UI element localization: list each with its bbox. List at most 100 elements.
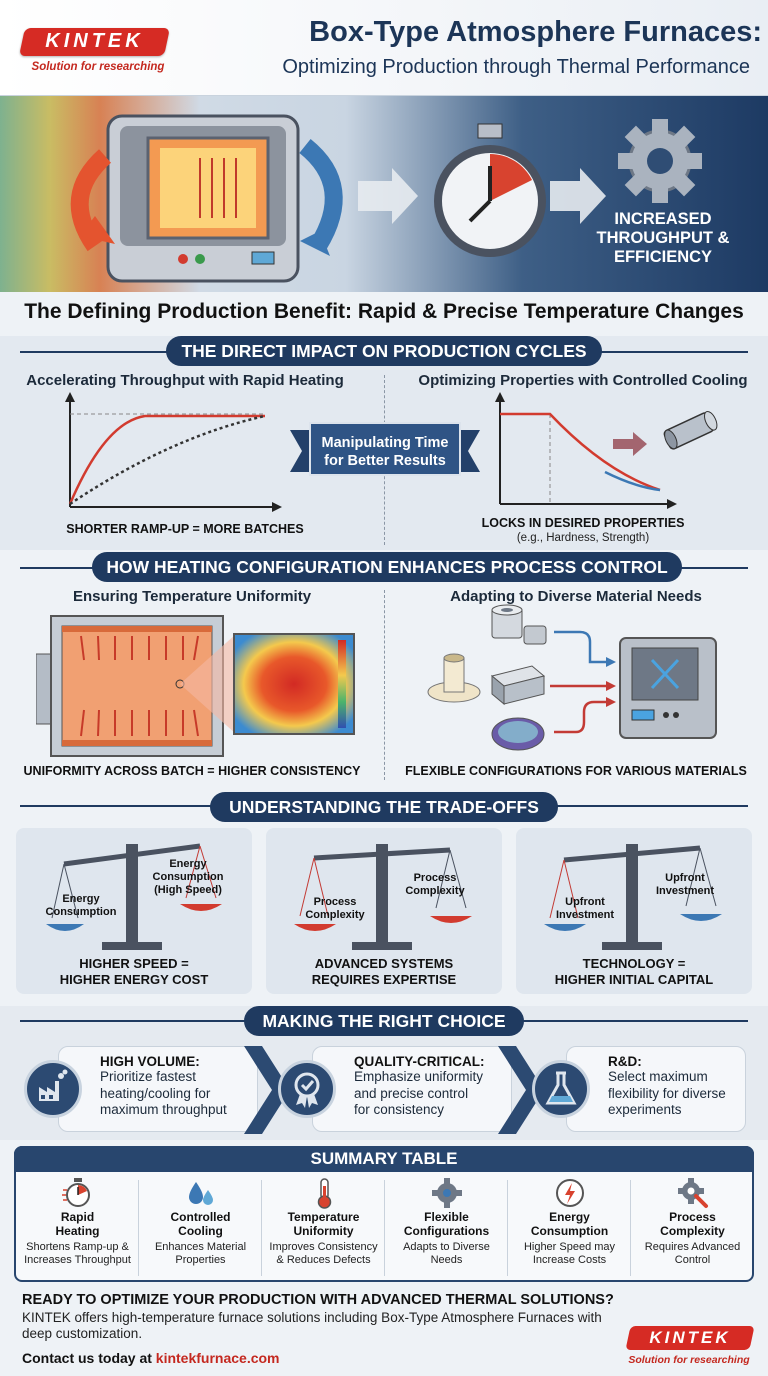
scale-right-label-text: Upfront Investment bbox=[655, 872, 715, 897]
summary-col-desc-line: Requires Advanced bbox=[644, 1241, 741, 1253]
balance-scale-icon bbox=[294, 844, 472, 950]
scale-right-label-text: Energy Consumption (High Speed) bbox=[152, 858, 224, 896]
summary-col-title: Uniformity bbox=[293, 1224, 354, 1238]
scale-right-label: Process Complexity bbox=[390, 872, 480, 898]
cta-text: KINTEK offers high-temperature furnace s… bbox=[22, 1310, 602, 1341]
cooling-caption-sub: (e.g., Hardness, Strength) bbox=[516, 532, 650, 544]
scale-left-label-text: Process Complexity bbox=[305, 896, 365, 921]
summary-col-desc-line: Enhances Material bbox=[154, 1241, 247, 1253]
choice-text-line: Select maximum bbox=[608, 1069, 708, 1084]
summary-col-title: Rapid bbox=[60, 1210, 95, 1224]
scale-right-label: Upfront Investment bbox=[640, 872, 730, 898]
divider bbox=[384, 1180, 385, 1276]
summary-col-desc-line: Properties bbox=[175, 1254, 226, 1266]
furnace-icon bbox=[106, 114, 300, 283]
material-sample-icon bbox=[491, 604, 547, 645]
hero-result-line: EFFICIENCY bbox=[613, 248, 713, 266]
choice-card-rnd bbox=[566, 1046, 746, 1132]
logo-tagline: Solution for researching bbox=[31, 61, 165, 73]
summary-col-title: Process bbox=[669, 1210, 716, 1224]
hero-banner bbox=[0, 96, 768, 292]
summary-col-desc-line: Needs bbox=[430, 1254, 463, 1266]
summary-col-title: Configurations bbox=[403, 1224, 490, 1238]
page-title: Box-Type Atmosphere Furnaces: bbox=[309, 16, 762, 48]
wafer-icon bbox=[491, 717, 545, 751]
scale-left-label-text: Energy Consumption bbox=[45, 893, 117, 918]
choice-text-rnd: R&D: Select maximum flexibility for dive… bbox=[608, 1054, 744, 1119]
metal-block-icon bbox=[490, 665, 546, 706]
logo-text: KINTEK bbox=[45, 30, 144, 52]
energy-gauge-icon bbox=[555, 1179, 584, 1207]
choice-text-line: for consistency bbox=[354, 1102, 445, 1117]
stopwatch-icon bbox=[61, 1178, 90, 1207]
factory-glyph bbox=[39, 1069, 68, 1101]
choice-banner: MAKING THE RIGHT CHOICE bbox=[244, 1006, 524, 1036]
uniformity-caption: UNIFORMITY ACROSS BATCH = HIGHER CONSIST… bbox=[23, 764, 361, 778]
scale-right-label: Energy Consumption (High Speed) bbox=[138, 858, 238, 897]
summary-col-desc-line: Shortens Ramp-up & bbox=[26, 1241, 129, 1253]
summary-col-rapid-heating: Rapid Heating Shortens Ramp-up &Increase… bbox=[16, 1176, 139, 1280]
stopwatch-icon bbox=[434, 123, 546, 257]
summary-col-desc-line: Adapts to Diverse bbox=[403, 1241, 490, 1253]
summary-col-desc-line: Higher Speed may bbox=[523, 1241, 616, 1253]
arrow-right-icon bbox=[358, 168, 418, 224]
hero-illustration bbox=[70, 114, 702, 283]
ribbon-banner bbox=[290, 422, 480, 476]
award-ribbon-icon bbox=[278, 1060, 336, 1118]
choice-heading: R&D: bbox=[608, 1054, 642, 1069]
divider bbox=[384, 590, 385, 780]
tradeoff-caption: ADVANCED SYSTEMS REQUIRES EXPERTISE bbox=[266, 956, 502, 988]
hero-result-line: INCREASED bbox=[614, 210, 712, 228]
ribbon-line: Manipulating Time bbox=[321, 435, 449, 451]
cooling-caption: LOCKS IN DESIRED PROPERTIES bbox=[481, 516, 685, 530]
furnace-icon bbox=[619, 637, 717, 739]
summary-col-flexible-configurations: Flexible Configurations Adapts to Divers… bbox=[385, 1176, 508, 1280]
uniformity-title: Ensuring Temperature Uniformity bbox=[72, 588, 312, 605]
scale-left-label: Upfront Investment bbox=[540, 896, 630, 922]
hero-result-text: INCREASED THROUGHPUT & EFFICIENCY bbox=[588, 210, 738, 267]
metal-part-icon bbox=[663, 410, 718, 450]
thermometer-icon bbox=[317, 1178, 331, 1209]
choice-text-line: experiments bbox=[608, 1102, 682, 1117]
flask-icon bbox=[532, 1060, 590, 1118]
summary-col-title: Consumption bbox=[530, 1224, 609, 1238]
summary-col-desc: Improves Consistency& Reduces Defects bbox=[262, 1241, 385, 1267]
tradeoff-caption: TECHNOLOGY = HIGHER INITIAL CAPITAL bbox=[516, 956, 752, 988]
page-subtitle: Optimizing Production through Thermal Pe… bbox=[282, 56, 750, 78]
footer-logo-text: KINTEK bbox=[649, 1328, 731, 1347]
flask-glyph bbox=[545, 1071, 577, 1105]
choice-heading: QUALITY-CRITICAL: bbox=[354, 1054, 485, 1069]
gear-wrench-icon bbox=[677, 1178, 708, 1208]
scale-left-label: Process Complexity bbox=[290, 896, 380, 922]
summary-col-title: Complexity bbox=[660, 1224, 725, 1238]
diverse-materials-illustration bbox=[427, 604, 717, 751]
rapid-heating-caption: SHORTER RAMP-UP = MORE BATCHES bbox=[66, 522, 304, 536]
cooling-curve-graph bbox=[495, 392, 718, 509]
tradeoff-caption-line: REQUIRES EXPERTISE bbox=[311, 972, 457, 987]
choice-card-quality bbox=[312, 1046, 512, 1132]
cta-contact: Contact us today at kintekfurnace.com bbox=[22, 1350, 280, 1366]
choice-card-high-volume bbox=[58, 1046, 258, 1132]
balance-scale-icon bbox=[544, 844, 722, 950]
summary-col-title: Controlled bbox=[170, 1210, 231, 1224]
divider bbox=[630, 1180, 631, 1276]
divider bbox=[261, 1180, 262, 1276]
choice-text-line: heating/cooling for bbox=[100, 1085, 211, 1101]
ribbon-line: for Better Results bbox=[324, 453, 446, 469]
gear-icon bbox=[431, 1178, 462, 1208]
summary-col-temperature-uniformity: Temperature Uniformity Improves Consiste… bbox=[262, 1176, 385, 1280]
scale-left-label-text: Upfront Investment bbox=[555, 896, 615, 921]
website-link[interactable]: kintekfurnace.com bbox=[155, 1350, 280, 1366]
factory-icon bbox=[24, 1060, 82, 1118]
flanged-part-icon bbox=[427, 653, 481, 703]
summary-col-desc-line: & Reduces Defects bbox=[276, 1254, 371, 1266]
scales-illustration bbox=[46, 843, 722, 950]
gear-icon bbox=[618, 119, 702, 203]
heating-curve-graph bbox=[65, 392, 282, 512]
droplets-icon bbox=[188, 1182, 213, 1205]
choice-text-line: Emphasize uniformity bbox=[354, 1069, 484, 1084]
